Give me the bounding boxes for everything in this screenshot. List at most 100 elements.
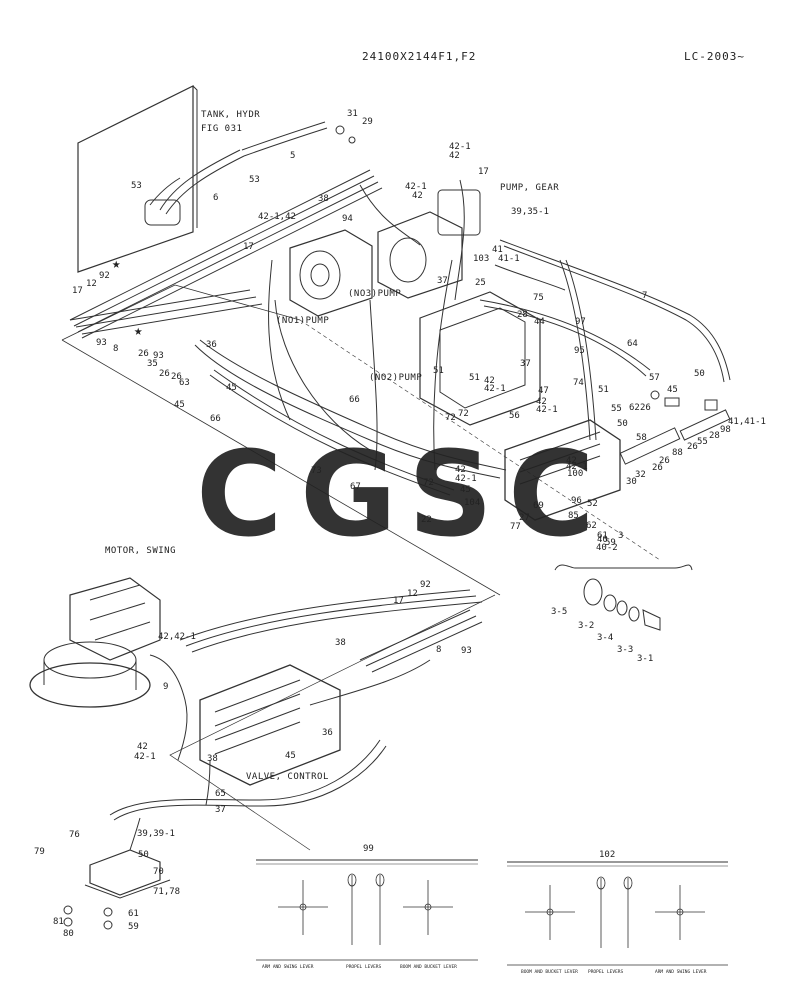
lever-cross-3 <box>525 885 575 940</box>
callout-c37: 45 <box>226 383 237 393</box>
callout-c14: 94 <box>342 214 353 224</box>
fitting-50-body <box>704 399 718 411</box>
lever-knob-3 <box>546 908 554 916</box>
callout-c125: 61 <box>128 909 139 919</box>
callout-c26: 17 <box>72 286 83 296</box>
callout-c36: 45 <box>174 400 185 410</box>
callout-c42: 97 <box>575 317 586 327</box>
callout-c86: 22 <box>421 515 432 525</box>
callout-c31: 26 <box>138 349 149 359</box>
callout-c20: 37 <box>437 276 448 286</box>
callout-c75: 58 <box>636 433 647 443</box>
inset-99-lever-diagrams <box>278 873 453 945</box>
callout-c23: 7 <box>642 291 647 301</box>
callout-c97: 59 <box>605 538 616 548</box>
pipe-5 <box>241 121 328 157</box>
callout-c100: 3-2 <box>578 621 594 631</box>
swing-motor-top <box>69 577 161 661</box>
callout-c33: 26 <box>159 369 170 379</box>
swing-motor-base <box>29 662 151 708</box>
part-3-2 <box>603 594 617 612</box>
callout-c87: 96 <box>571 496 582 506</box>
callout-c77: 67 <box>350 482 361 492</box>
captions: TANK, HYDR FIG 031 PUMP, GEAR (NO1)PUMP … <box>105 110 559 782</box>
elbow-fitting-row <box>619 427 681 465</box>
callout-c40: 28 <box>517 310 528 320</box>
callout-c119: 76 <box>69 830 80 840</box>
callout-c88: 52 <box>587 499 598 509</box>
pipe-64 <box>479 299 651 377</box>
callout-c80: 100 <box>567 469 583 479</box>
callout-c43: 95 <box>574 346 585 356</box>
callout-c109: 8 <box>436 645 441 655</box>
callout-c65: 98 <box>720 425 731 435</box>
pump-no3-flange <box>389 237 427 283</box>
callout-c27: 93 <box>96 338 107 348</box>
callout-c104: 42,42-1 <box>158 632 196 642</box>
callout-c93: 40 <box>597 535 608 545</box>
callout-c62: 62 <box>629 403 640 413</box>
callout-c44: 64 <box>627 339 638 349</box>
callout-c94: 40-2 <box>596 543 618 553</box>
callout-c47: 51 <box>469 373 480 383</box>
callout-c91: 69 <box>533 501 544 511</box>
callout-c102: 3-3 <box>617 645 633 655</box>
watermark-letter-3: S <box>408 425 493 563</box>
callout-c85: 104 <box>464 498 480 508</box>
hose-36-lower <box>309 659 431 706</box>
inset-102-lever-diagrams <box>525 876 705 948</box>
callout-c34: 26 <box>171 372 182 382</box>
callout-c2: 29 <box>362 117 373 127</box>
star-mark: ★ <box>112 256 121 272</box>
caption-no2-pump: (NO2)PUMP <box>369 373 422 383</box>
caption-no1-pump: (NO1)PUMP <box>276 316 329 326</box>
callout-c19: 103 <box>473 254 489 264</box>
callout-c128: 80 <box>63 929 74 939</box>
valve-block-upper <box>504 419 621 521</box>
callout-c60: 45 <box>667 385 678 395</box>
callout-c1: 31 <box>347 109 358 119</box>
fitting-31 <box>335 125 345 135</box>
callout-c15: 17 <box>243 242 254 252</box>
callout-c51: 42 <box>536 397 547 407</box>
pipe-51 <box>559 259 597 441</box>
callout-c96: 61 <box>597 531 608 541</box>
callout-c68: 55 <box>697 437 708 447</box>
tank-port <box>144 199 181 226</box>
lever-knob-4 <box>676 908 684 916</box>
callout-c48: 42 <box>484 376 495 386</box>
valve-block-upper-spools <box>519 431 601 485</box>
callout-c57: 72 <box>458 409 469 419</box>
inset-102-label-1: BOOM AND BUCKET LEVER <box>521 969 578 975</box>
hose-42 <box>359 179 465 301</box>
callout-c3: 5 <box>290 151 295 161</box>
callout-c12: 38 <box>318 194 329 204</box>
callout-c41: 44 <box>534 317 545 327</box>
lever-propel-knob-1 <box>347 873 357 887</box>
part-3-1 <box>642 609 661 631</box>
callout-c35: 63 <box>179 378 190 388</box>
callout-c59: 57 <box>649 373 660 383</box>
callout-c78: 42 <box>455 465 466 475</box>
callout-c84: 45 <box>460 485 471 495</box>
callout-c13: 42-1,42 <box>258 212 296 222</box>
callout-c8: 42 <box>449 151 460 161</box>
callout-c81: 42 <box>566 456 577 466</box>
hose-38-lower <box>109 739 387 821</box>
hose-6 <box>159 149 245 215</box>
callout-c92: 77 <box>510 522 521 532</box>
hose-66-c <box>274 299 371 451</box>
callout-c111: 9 <box>163 682 168 692</box>
inset-99: 99 ARM AND SWING LEVER PROPEL LEVERS BOO… <box>256 844 478 970</box>
callout-c55: 55 <box>611 404 622 414</box>
callout-c126: 81 <box>53 917 64 927</box>
callout-c105: 92 <box>420 580 431 590</box>
pipe-bundle-lower <box>69 289 263 335</box>
pump-no3-body <box>377 211 463 299</box>
part-3-3 <box>628 606 640 622</box>
caption-valve-control: VALVE, CONTROL <box>246 772 329 782</box>
callout-c127: 59 <box>128 922 139 932</box>
inset-99-label-1: ARM AND SWING LEVER <box>262 964 314 970</box>
callout-c113: 42 <box>137 742 148 752</box>
